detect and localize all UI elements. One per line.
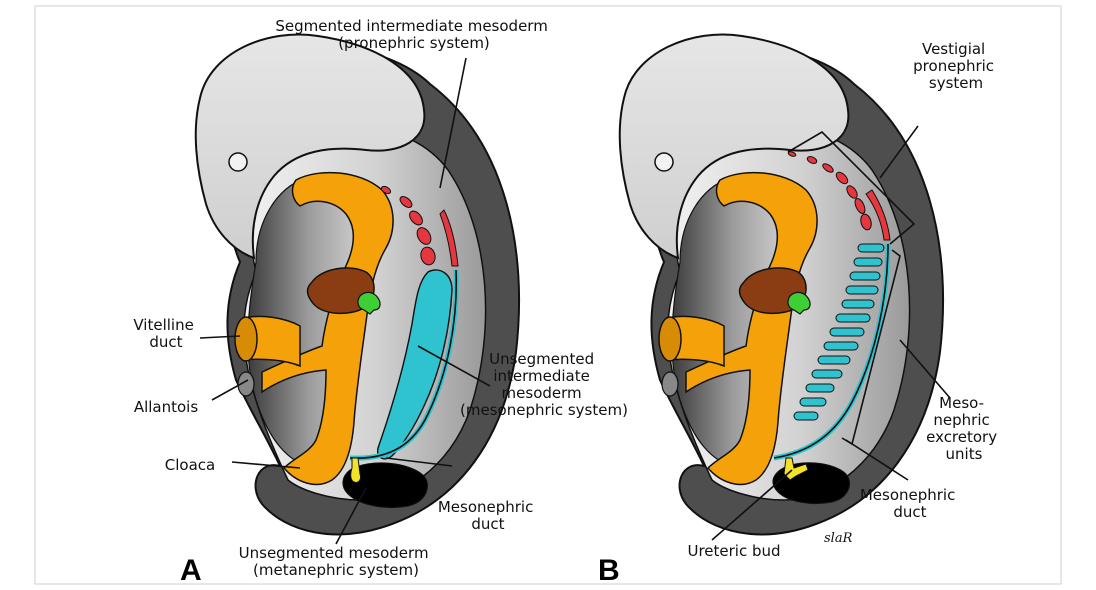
- label-allantois: Allantois: [134, 398, 199, 416]
- vitelline-opening: [235, 317, 257, 361]
- label-vestigial-pronephric: Vestigial pronephric system: [913, 40, 999, 92]
- label-ureteric-bud: Ureteric bud: [687, 542, 780, 560]
- label-cloaca: Cloaca: [165, 456, 215, 474]
- panel-letter-b: B: [598, 554, 620, 587]
- optic-vesicle-b: [655, 153, 673, 171]
- label-unsegmented-mesoderm: Unsegmented mesoderm (metanephric system…: [239, 544, 434, 579]
- panel-b: Vestigial pronephric system Meso- nephri…: [598, 34, 1002, 587]
- panel-a: Segmented intermediate mesoderm (proneph…: [133, 17, 628, 587]
- vitelline-opening-b: [659, 317, 681, 361]
- artist-signature: slaR: [824, 531, 853, 546]
- panel-letter-a: A: [180, 554, 202, 587]
- label-mesonephric-duct-a: Mesonephric duct: [438, 498, 538, 533]
- optic-vesicle: [229, 153, 247, 171]
- label-mesonephric-duct-b: Mesonephric duct: [860, 486, 960, 521]
- label-mesonephric-excretory-units: Meso- nephric excretory units: [926, 394, 1002, 463]
- label-vitelline-duct: Vitelline duct: [133, 316, 198, 351]
- allantois-opening-b: [662, 372, 678, 396]
